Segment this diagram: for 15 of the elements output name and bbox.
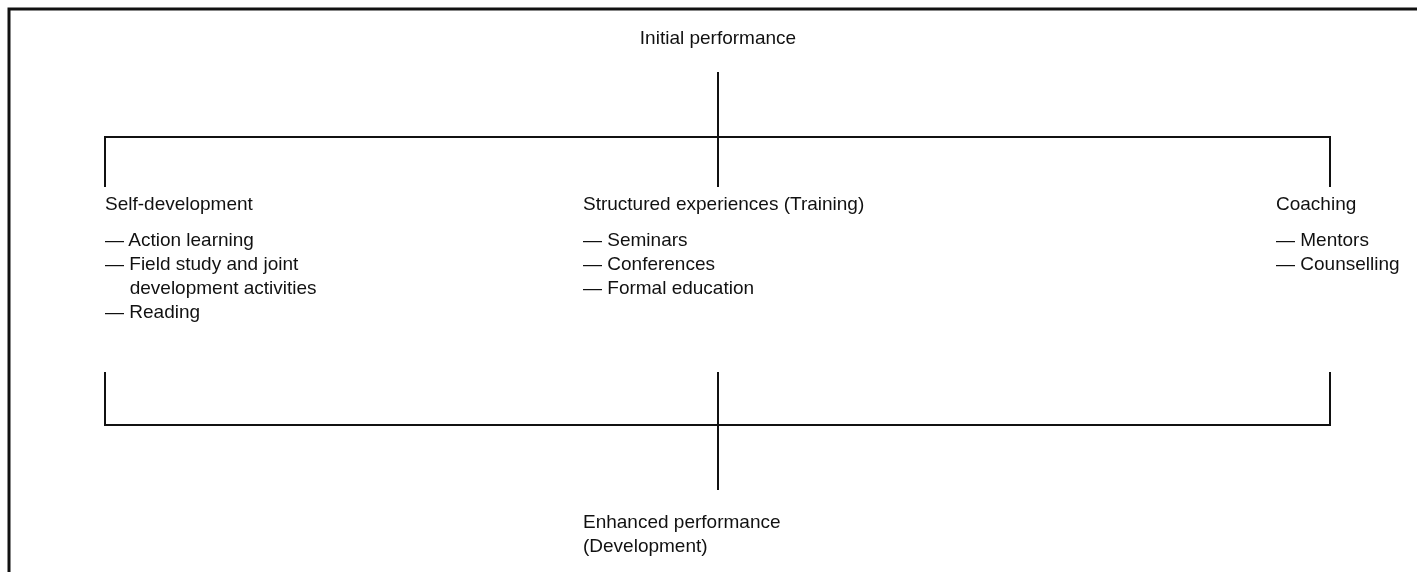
heading-text: Structured experiences (Training) — [583, 192, 866, 216]
heading-text: Coaching — [1276, 192, 1358, 216]
list-item: — Action learning — [105, 228, 255, 252]
connector-line — [717, 71, 1331, 188]
heading-text: Self-development — [105, 192, 254, 216]
list-item: — Seminars — [583, 228, 689, 252]
connector-line — [717, 371, 1331, 491]
list-item: — Mentors — [1276, 228, 1370, 252]
list-item: — Formal education — [583, 276, 756, 300]
list-item: — Counselling — [1276, 252, 1401, 276]
heading-text: Initial performance — [638, 26, 798, 50]
list-item: — Field study and joint development activities — [105, 252, 318, 300]
list-item: — Conferences — [583, 252, 716, 276]
heading-text: Enhanced performance (Development) — [583, 510, 782, 558]
list-item: — Reading — [105, 300, 202, 324]
